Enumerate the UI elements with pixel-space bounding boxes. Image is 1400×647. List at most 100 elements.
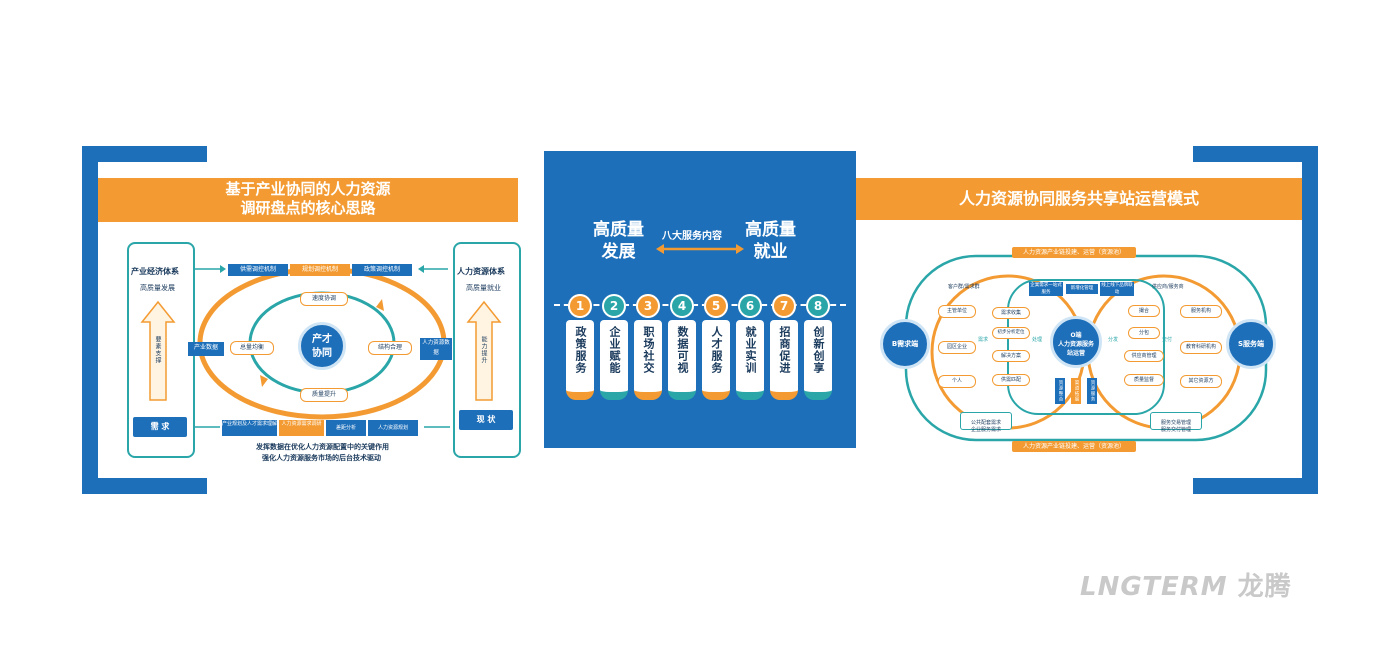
link-label-1: 需求 <box>978 337 989 343</box>
ring-node-right: 结构合理 <box>368 341 412 355</box>
service-number-5: 5 <box>704 294 728 318</box>
inner-left-2: 初步分析定位 <box>992 327 1030 339</box>
middle-panel <box>544 151 856 448</box>
s-node: S服务端 <box>1226 319 1276 369</box>
right-title: 人力资源协同服务共享站运营模式 <box>958 189 1199 208</box>
o-line3: 站运营 <box>1066 350 1085 357</box>
ring-node-top: 速度协调 <box>300 292 348 306</box>
middle-right-title: 高质量 就业 <box>745 219 796 263</box>
service-number-6: 6 <box>738 294 762 318</box>
service-number-1: 1 <box>568 294 592 318</box>
bottom-right-text: 服务交易管理 服务交付管理 <box>1160 420 1191 433</box>
right-title-band: 人力资源协同服务共享站运营模式 <box>856 178 1302 220</box>
top-mid-3: 线上线下品牌联动 <box>1100 282 1134 296</box>
bottom-left-text: 公共配套需求 企业服务需求 <box>970 420 1001 433</box>
inner-right-4: 质量监督 <box>1124 374 1164 386</box>
service-number-4: 4 <box>670 294 694 318</box>
customer-item-3: 个人 <box>938 375 976 388</box>
double-arrow-icon <box>656 244 744 254</box>
left-arrow-text: 要素支撑 <box>154 336 161 364</box>
inner-right-3: 供应商管理 <box>1124 350 1164 362</box>
service-card-8: 创新创享 <box>804 320 832 400</box>
mech-planning: 规划调控机制 <box>290 264 350 276</box>
right-column-title: 人力资源体系 <box>457 267 505 276</box>
side-left-pill: 产业数据 <box>188 342 224 356</box>
right-column-box <box>453 242 521 458</box>
middle-left-bottom: 发展 <box>601 242 636 262</box>
middle-right-bottom: 就业 <box>753 242 788 262</box>
left-column-sub: 高质量发展 <box>140 284 175 292</box>
right-bottom-banner: 人力资源产业链投建、运营（资源池） <box>1012 441 1136 452</box>
middle-left-top: 高质量 <box>593 220 644 240</box>
bottom-mid-3: 资源服务 <box>1087 378 1097 404</box>
service-card-1: 政策服务 <box>566 320 594 400</box>
ring-node-bottom: 质量提升 <box>300 388 348 402</box>
ring-node-left: 总量均衡 <box>230 341 274 355</box>
inner-right-2: 分包 <box>1128 327 1160 339</box>
right-top-banner: 人力资源产业链投建、运营（资源池） <box>1012 247 1136 258</box>
service-label-2: 企业赋能 <box>608 326 621 374</box>
mech-policy: 政策调控机制 <box>352 264 412 276</box>
right-arrow-text: 能力提升 <box>480 336 487 364</box>
right-up-arrow-icon <box>466 300 502 401</box>
link-label-4: 交付 <box>1162 337 1173 343</box>
customer-item-1: 主管单位 <box>938 305 976 318</box>
supplier-item-3: 其它资源方 <box>1180 375 1222 388</box>
left-title-line2: 调研盘点的核心思路 <box>240 199 376 217</box>
service-card-6: 就业实训 <box>736 320 764 400</box>
bottom-mechanism-bar: 产业规划及人才需求理解 人力资源需求调研 差距分析 人力资源规划 <box>222 420 418 436</box>
right-ring-title: 供应商/服务商 <box>1152 284 1184 290</box>
service-pillar-2: 企业赋能 2 <box>600 292 628 410</box>
service-number-7: 7 <box>772 294 796 318</box>
supplier-item-1: 服务机构 <box>1180 305 1222 318</box>
top-mid-1: 企業需求一站式服务 <box>1029 282 1063 296</box>
service-pillar-7: 招商促进 7 <box>770 292 798 410</box>
brand-logo: LNGTERM 龙腾 <box>1080 566 1292 603</box>
middle-arrow-label: 八大服务内容 <box>662 231 722 242</box>
left-footer-line2: 强化人力资源服务市场的后台技术驱动 <box>262 454 381 462</box>
middle-right-top: 高质量 <box>745 220 796 240</box>
service-card-7: 招商促进 <box>770 320 798 400</box>
service-number-2: 2 <box>602 294 626 318</box>
right-bottom-box: 现 状 <box>459 410 513 430</box>
s-node-label: S服务端 <box>1237 340 1265 348</box>
service-label-1: 政策服务 <box>574 326 587 374</box>
inner-right-1: 撮合 <box>1128 305 1160 317</box>
brand-logo-cn: 龙腾 <box>1237 572 1292 602</box>
center-circle: 产才 协同 <box>298 322 346 370</box>
o-node: O端 人力资源服务 站运营 <box>1050 316 1102 368</box>
left-title-line1: 基于产业协同的人力资源 <box>225 180 391 198</box>
service-label-8: 创新创享 <box>812 326 825 374</box>
right-bottom-label: 现 状 <box>476 415 496 424</box>
customer-item-2: 园区企业 <box>938 341 976 354</box>
service-label-7: 招商促进 <box>778 326 791 374</box>
service-label-3: 职场社交 <box>642 326 655 374</box>
o-line1: O端 <box>1070 332 1082 339</box>
top-mechanism-bar: 供需调控机制 规划调控机制 政策调控机制 <box>228 264 412 276</box>
left-title-band: 基于产业协同的人力资源 调研盘点的核心思路 <box>98 178 518 222</box>
service-pillar-3: 职场社交 3 <box>634 292 662 410</box>
middle-left-title: 高质量 发展 <box>593 219 644 263</box>
supplier-item-2: 教育科研机构 <box>1180 341 1222 354</box>
left-bottom-box: 需 求 <box>133 417 187 437</box>
service-number-3: 3 <box>636 294 660 318</box>
service-pillar-6: 就业实训 6 <box>736 292 764 410</box>
link-label-2: 处理 <box>1032 337 1043 343</box>
service-card-5: 人才服务 <box>702 320 730 400</box>
service-card-2: 企业赋能 <box>600 320 628 400</box>
service-card-3: 职场社交 <box>634 320 662 400</box>
inner-left-1: 需求收集 <box>992 307 1030 319</box>
middle-dashed-line <box>554 304 846 306</box>
b-node-label: B需求端 <box>891 340 919 348</box>
side-right-pill: 人力资源数据 <box>420 338 452 360</box>
service-label-6: 就业实训 <box>744 326 757 374</box>
center-line1: 产才 <box>312 334 332 345</box>
left-up-arrow-icon <box>140 300 176 401</box>
b-node: B需求端 <box>880 319 930 369</box>
center-line2: 协同 <box>312 348 332 359</box>
bottom-mid-1: 资源整合 <box>1055 378 1065 404</box>
right-column-sub: 高质量就业 <box>466 284 501 292</box>
